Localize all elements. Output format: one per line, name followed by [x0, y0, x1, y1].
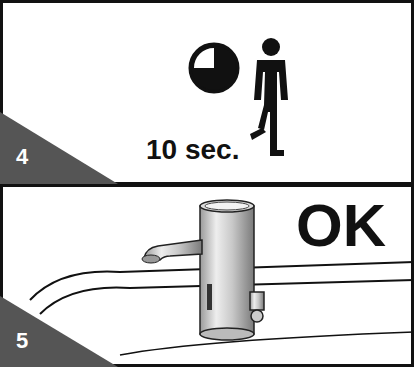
step-number: 5 — [16, 330, 28, 352]
time-label: 10 sec. — [146, 136, 239, 164]
status-label: OK — [296, 196, 386, 256]
step-number: 4 — [16, 146, 28, 168]
